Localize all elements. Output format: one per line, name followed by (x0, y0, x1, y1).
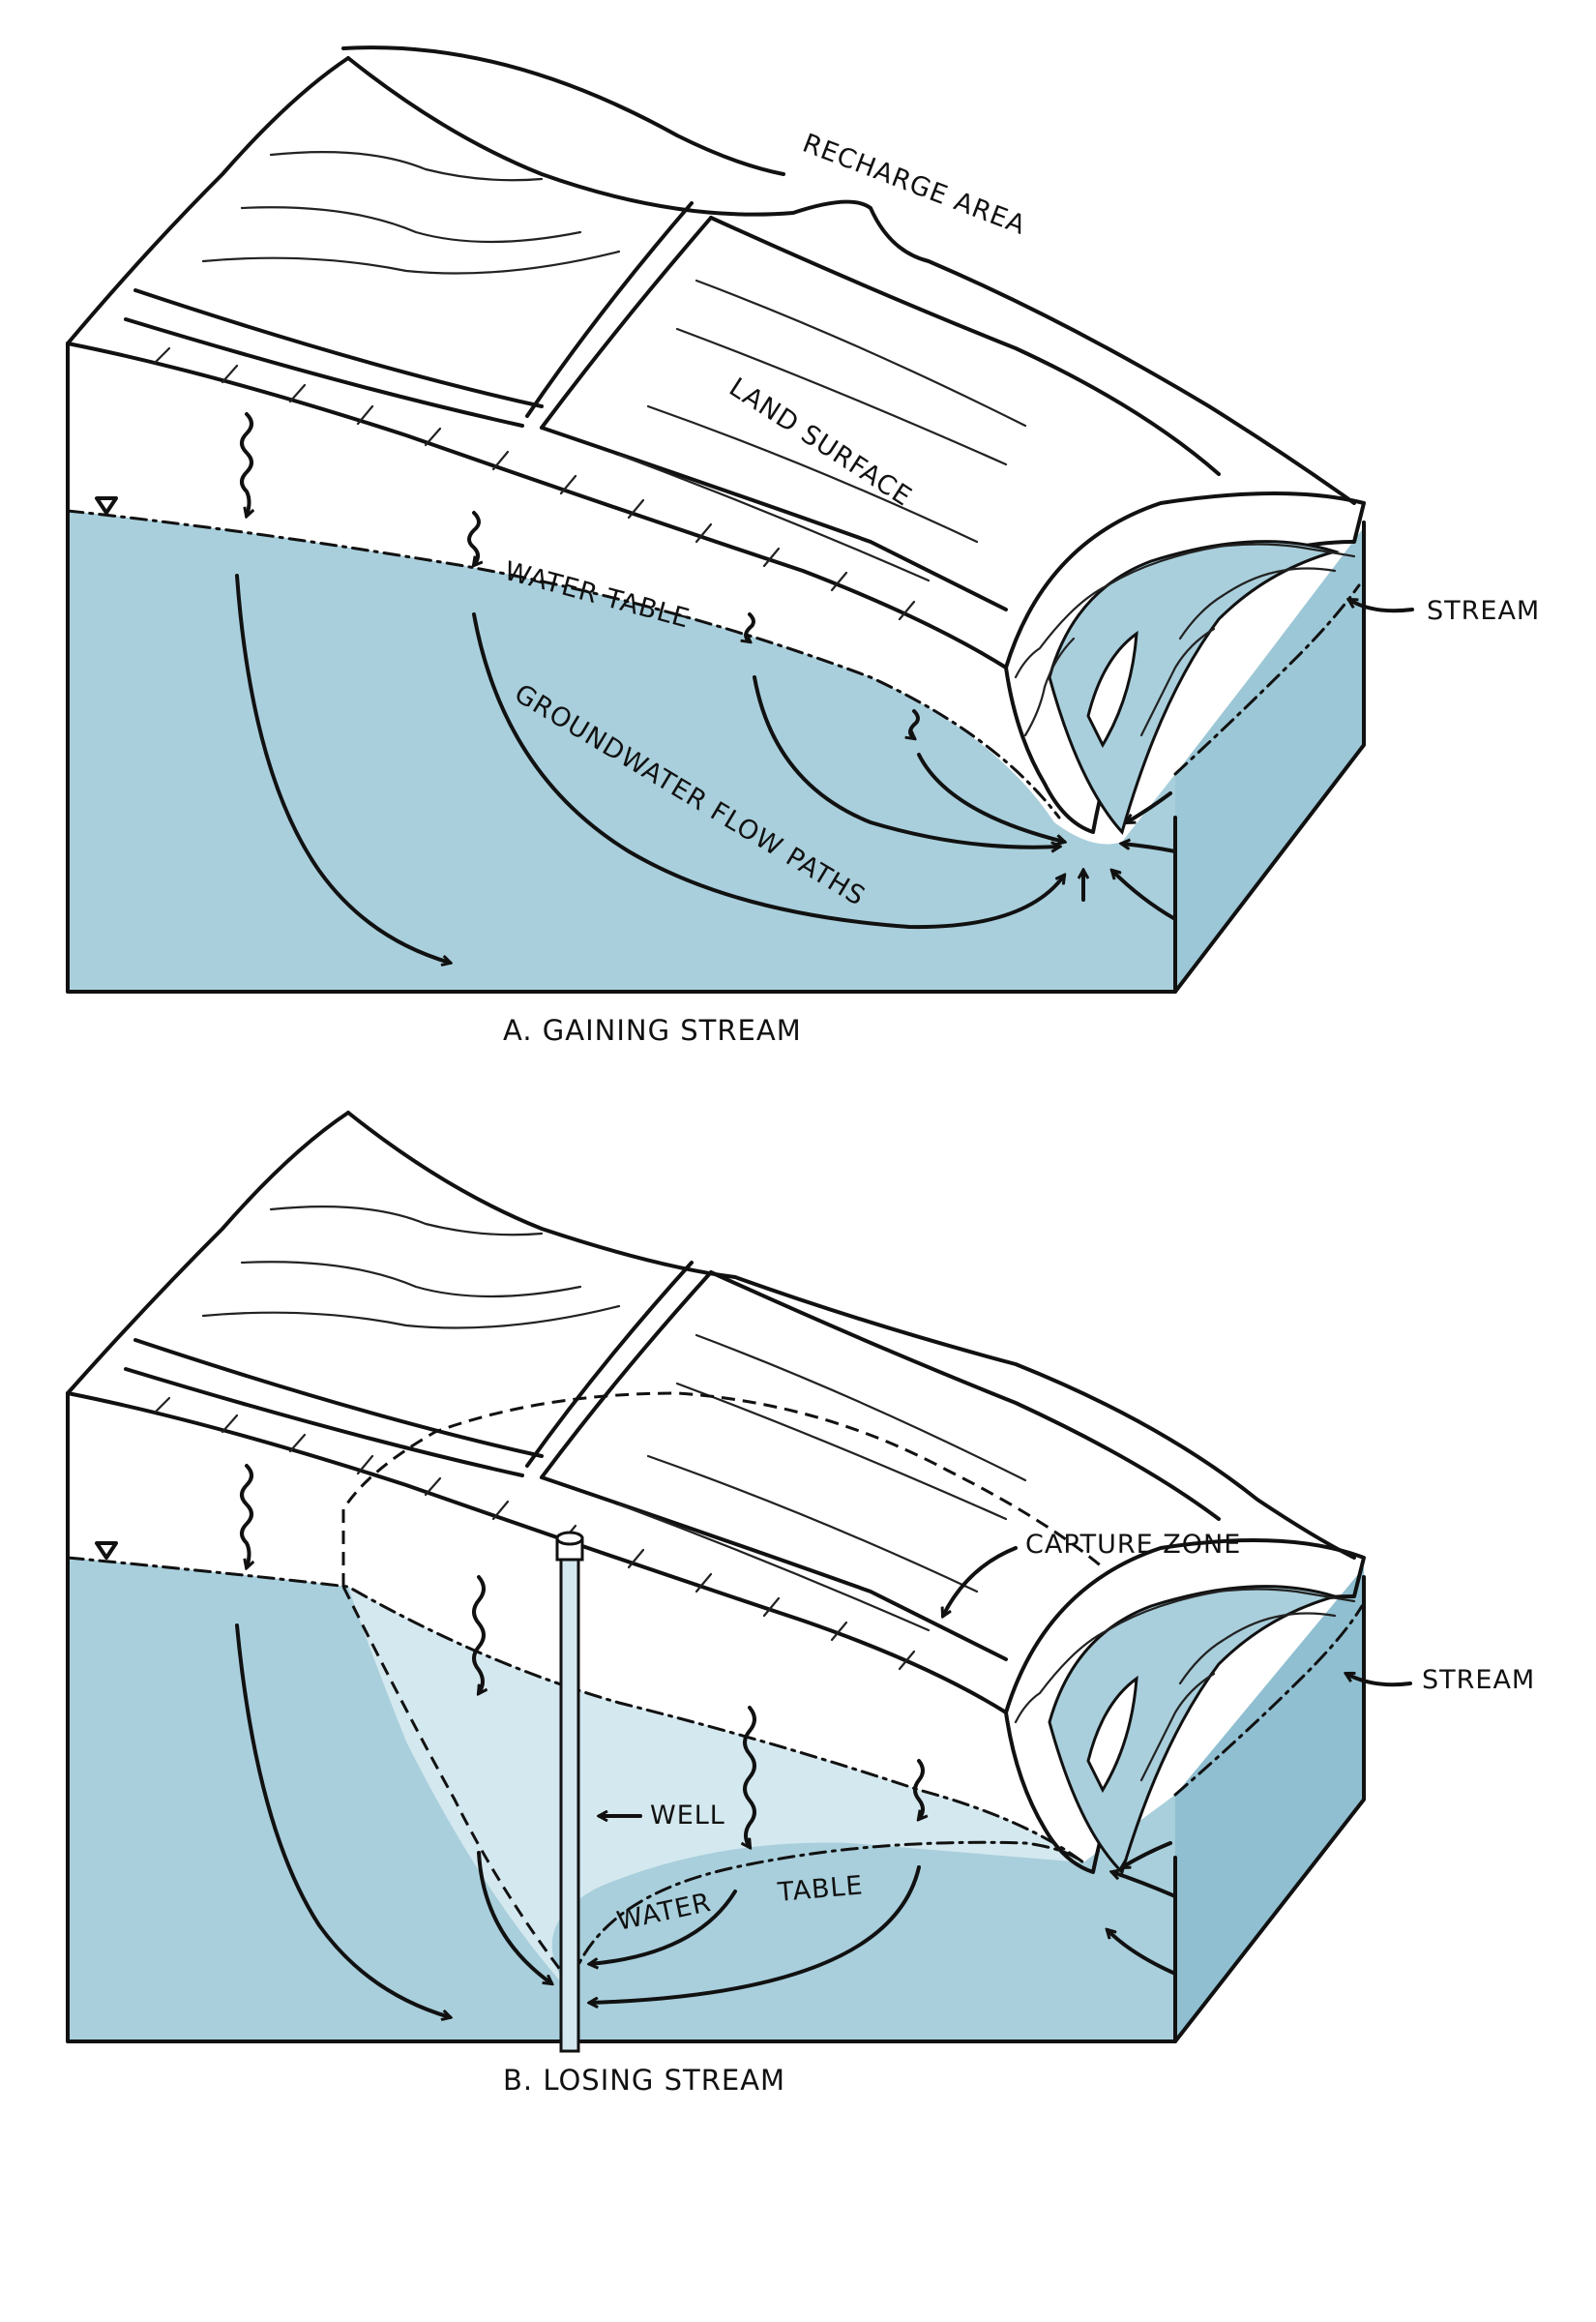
panel-b-depression-cone (348, 1587, 1083, 1993)
panel-a-flow-path-main (472, 612, 1064, 930)
panel-b-capture-zone-label: CAPTURE ZONE (1025, 1530, 1241, 1560)
panel-a-stream-label: STREAM (1427, 596, 1540, 626)
panel-b-well (555, 1531, 584, 2053)
panel-a-gaining-stream: RECHARGE AREA LAND SURFACE STREAM WATER … (66, 45, 1540, 1047)
panel-a-caption: A. GAINING STREAM (503, 1014, 802, 1047)
panel-a-land-surface-label: LAND SURFACE (724, 372, 917, 513)
panel-b-capture-zone (341, 1391, 1104, 1587)
panel-b-stream-water (1048, 1585, 1341, 1875)
panel-b-losing-stream: CAPTURE ZONE STREAM WELL WATER TABLE B. … (66, 1111, 1535, 2097)
panel-b-water-table (66, 1556, 1085, 1864)
panel-a-flow-path-deep (235, 574, 450, 963)
panel-a-side-face (1175, 527, 1364, 992)
panel-b-side-face (1175, 1567, 1364, 2041)
panel-a-water-table-symbol (95, 496, 118, 515)
panel-b-stream-label: STREAM (1422, 1665, 1535, 1695)
panel-a-stream-water (1048, 540, 1341, 836)
panel-b-water-table-symbol (95, 1541, 118, 1560)
panel-b-caption: B. LOSING STREAM (503, 2064, 785, 2097)
panel-a-recharge-area-label: RECHARGE AREA (798, 129, 1029, 242)
panel-a-saturated-zone (68, 511, 1175, 992)
panel-a-water-table (66, 509, 1061, 819)
panel-b-well-label: WELL (650, 1801, 725, 1831)
